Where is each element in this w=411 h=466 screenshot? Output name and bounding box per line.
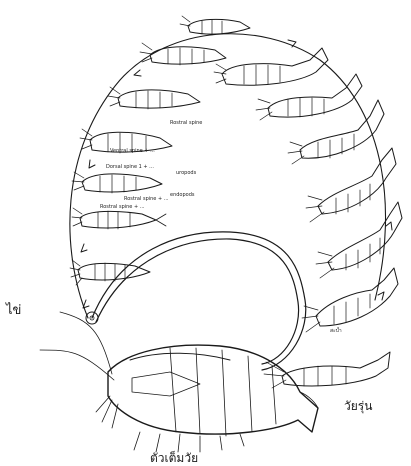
note-5: Ventral spine + ... [110,148,155,154]
note-4: Rostral spine + ... [100,204,145,210]
adult-label: ตัวเต็มวัย [150,450,198,465]
note-7: endopods [170,192,195,198]
larva-stage-1 [70,260,150,285]
larva-stage-2 [72,208,166,229]
note-3: Rostral spine + ... [124,196,169,202]
postlarva-stage-2 [256,74,362,120]
egg-label: ไข่ [5,302,21,318]
juvenile-label: วัยรุ่น [344,399,372,414]
larva-stage-5 [108,87,200,109]
note-8: สะบ้ำ [330,325,342,334]
postlarva-stage-3 [288,100,384,164]
larva-stage-7 [180,16,250,35]
postlarva-stage-1 [214,48,328,85]
postlarva-stage-4 [306,148,396,222]
adult-shrimp [40,312,318,452]
larva-stage-3 [72,172,162,193]
postlarva-stage-6 [302,268,398,332]
note-2: Dorsal spine 1 + ... [106,164,154,170]
note-6: uropods [176,170,197,176]
note-1: Rostral spine [170,120,202,126]
cycle-outline [70,34,386,318]
